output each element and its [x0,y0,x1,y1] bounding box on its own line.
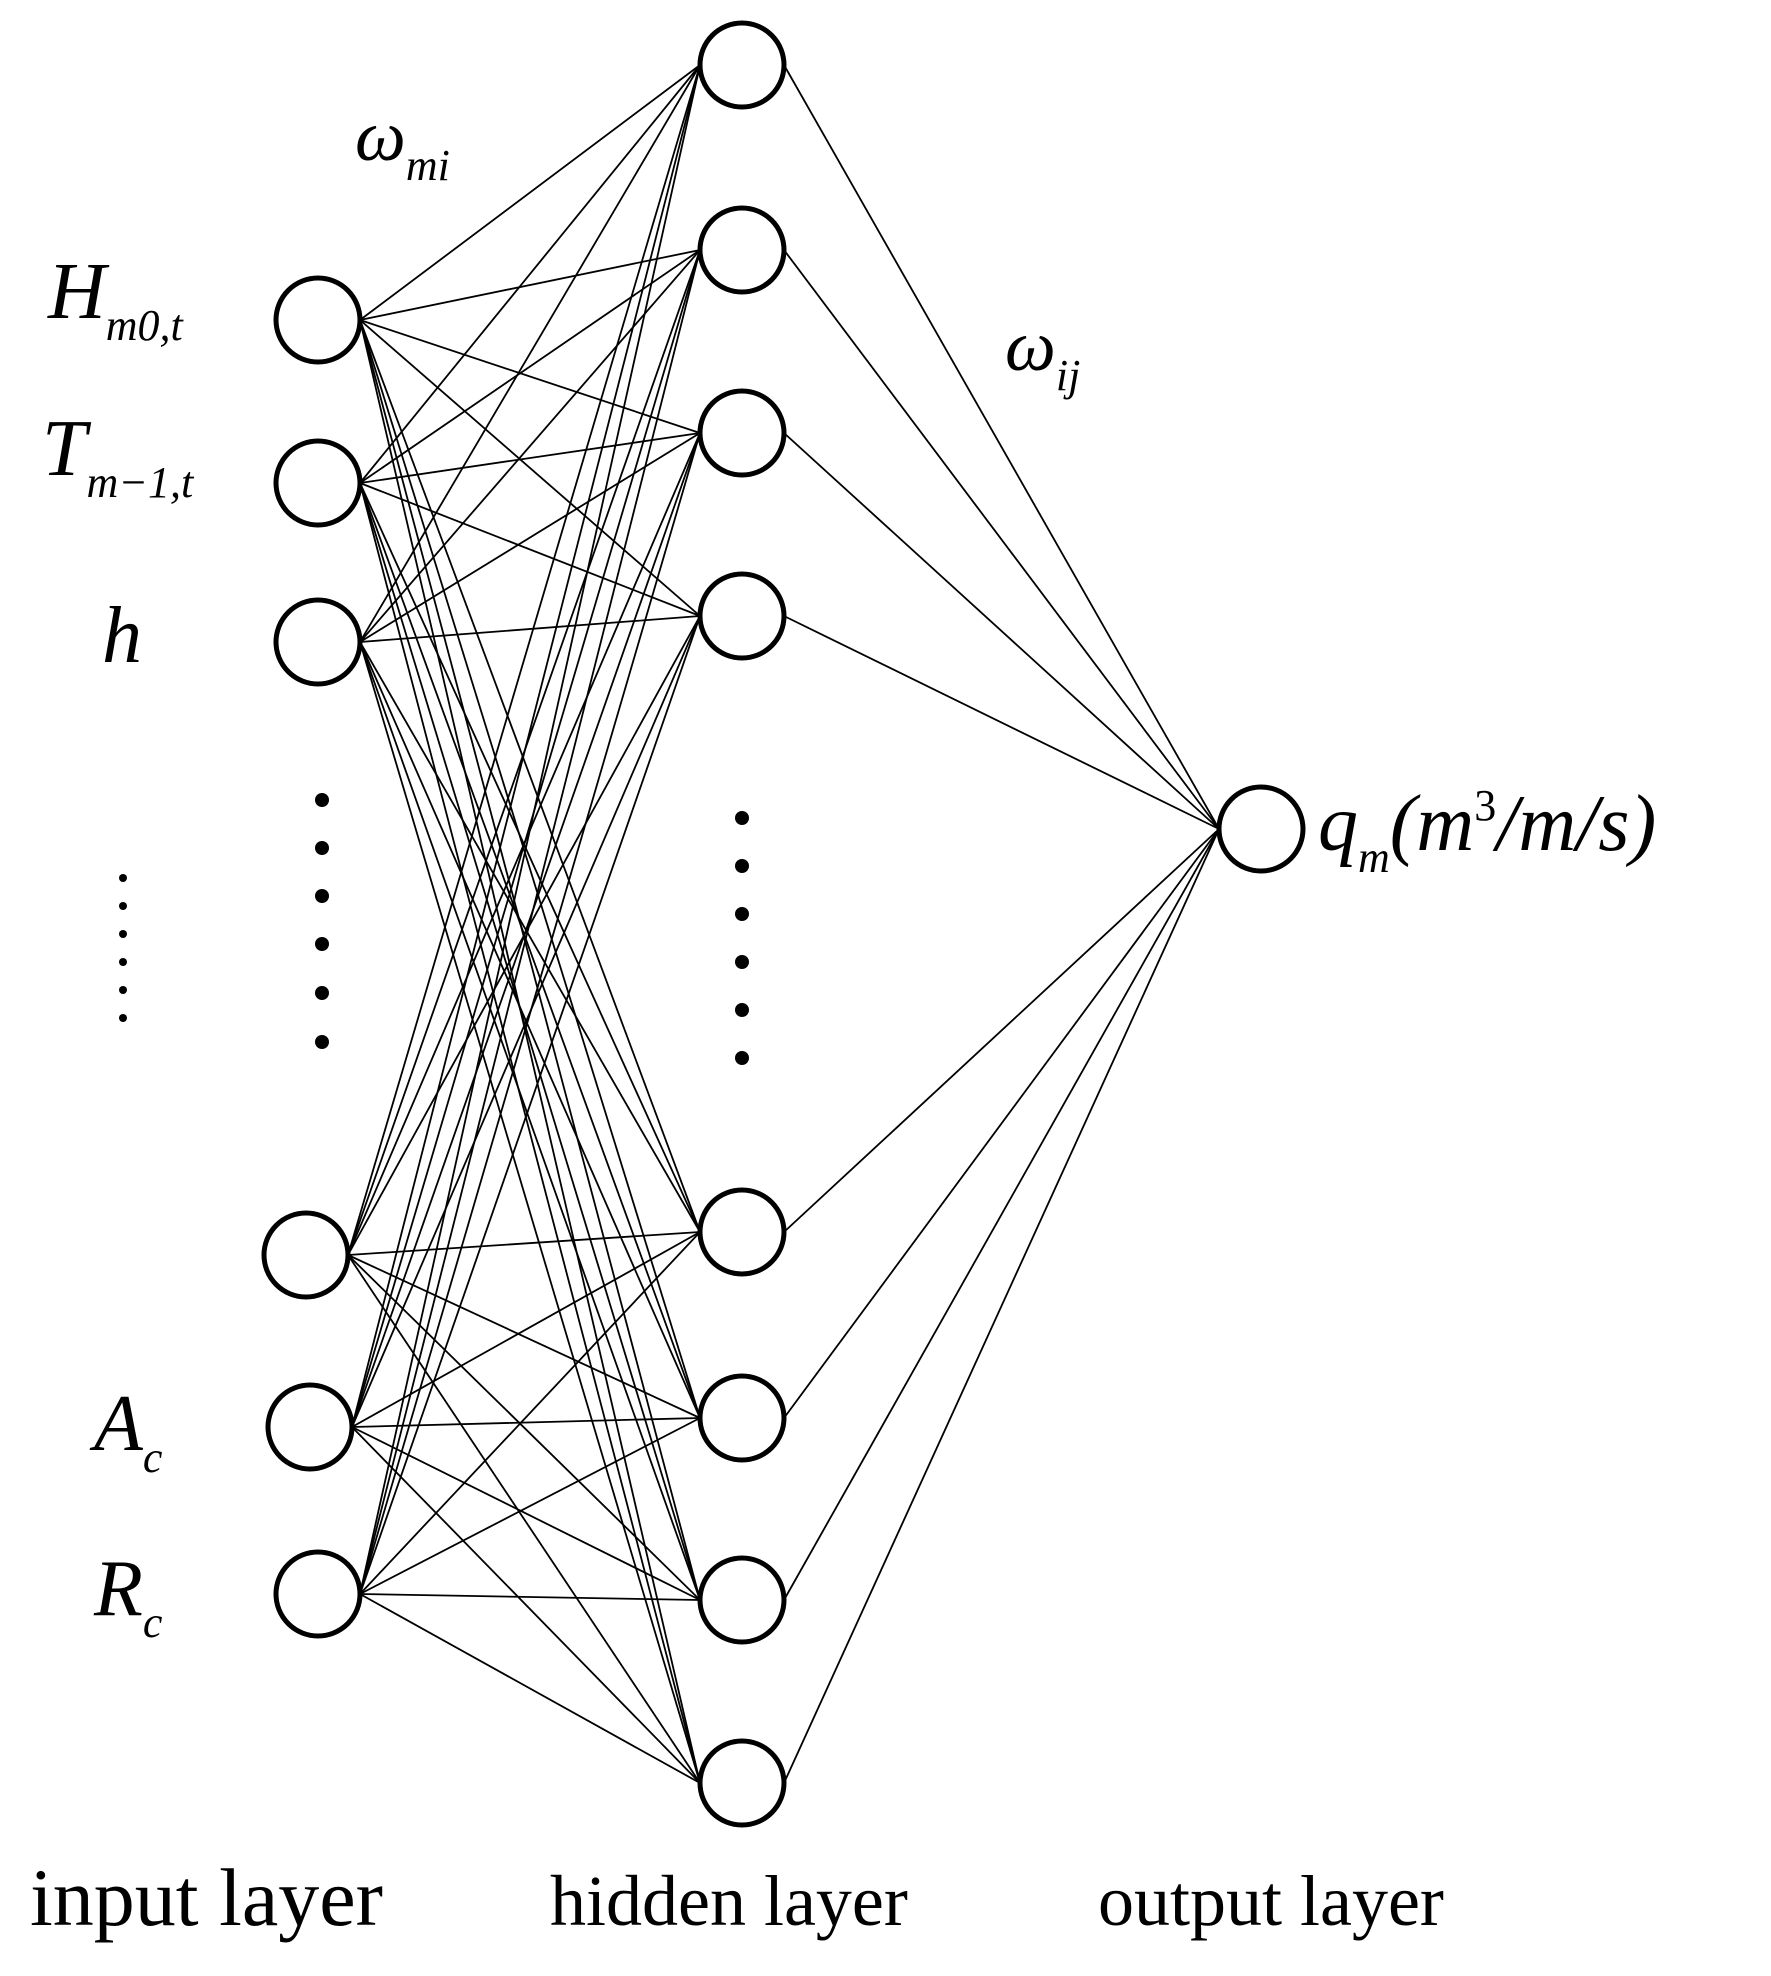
input-label-wave-period: Tm−1,t [42,405,195,507]
hidden-ellipsis-dot [735,811,749,825]
edge-input-1-hidden-7 [359,482,701,1784]
input-neuron [273,275,363,365]
edge-hidden-5-output-0 [783,828,1220,1419]
edge-input-0-hidden-5 [359,319,701,1419]
edge-input-5-hidden-1 [359,249,701,1595]
hidden-neuron [697,1738,787,1828]
input-label-water-depth: h [102,592,142,680]
input-ellipsis-dot [315,1035,329,1049]
input-ellipsis-dot [315,937,329,951]
input-ellipsis-dot [315,841,329,855]
label-ellipsis-dot [119,958,127,966]
weight-label-mi: ωmi [355,96,450,190]
edge-input-1-hidden-5 [359,482,701,1419]
hidden-neuron [697,1187,787,1277]
edge-input-0-hidden-1 [359,249,701,321]
edge-input-2-hidden-0 [359,64,701,643]
output-label: qm(m3/m/s) [1318,780,1656,882]
edge-input-3-hidden-7 [347,1254,701,1784]
input-ellipsis-dot [315,986,329,1000]
label-ellipsis-dot [119,1014,127,1022]
hidden-ellipsis-dot [735,1003,749,1017]
input-neuron [273,438,363,528]
edge-input-3-hidden-5 [347,1254,701,1419]
edge-input-0-hidden-7 [359,319,701,1784]
edge-input-0-hidden-0 [359,64,701,321]
edge-input-4-hidden-6 [351,1426,701,1601]
edge-input-5-hidden-3 [359,615,701,1595]
edge-input-3-hidden-4 [347,1231,701,1256]
input-neuron [273,1549,363,1639]
hidden-neuron [697,1555,787,1645]
edge-input-2-hidden-1 [359,249,701,643]
input-label-crest-width: Ac [89,1380,163,1482]
hidden-neuron [697,1373,787,1463]
edge-input-2-hidden-2 [359,432,701,643]
edge-hidden-1-output-0 [783,249,1220,830]
input-label-crest-freeboard: Rc [93,1545,163,1647]
neurons [261,20,1306,1828]
connections [347,64,1220,1784]
label-ellipsis-dot [119,930,127,938]
weight-label-ij: ωij [1005,306,1080,400]
edge-input-5-hidden-6 [359,1593,701,1601]
output-layer-label: output layer [1098,1861,1444,1941]
edge-input-1-hidden-0 [359,64,701,484]
input-ellipsis-dot [315,889,329,903]
edge-hidden-3-output-0 [783,615,1220,830]
edge-input-4-hidden-3 [351,615,701,1428]
edge-input-4-hidden-7 [351,1426,701,1784]
edge-input-0-hidden-2 [359,319,701,434]
input-neuron [265,1382,355,1472]
input-neuron [261,1210,351,1300]
edge-hidden-4-output-0 [783,828,1220,1233]
edge-input-3-hidden-6 [347,1254,701,1601]
hidden-neuron [697,388,787,478]
edge-input-5-hidden-0 [359,64,701,1595]
input-label-wave-height: Hm0,t [47,248,185,350]
edge-input-2-hidden-6 [359,641,701,1601]
input-ellipsis-dot [315,793,329,807]
edge-input-2-hidden-7 [359,641,701,1784]
edge-input-4-hidden-0 [351,64,701,1428]
edge-input-5-hidden-2 [359,432,701,1595]
edge-input-3-hidden-0 [347,64,701,1256]
input-neuron [273,597,363,687]
edge-hidden-7-output-0 [783,828,1220,1784]
edge-input-0-hidden-3 [359,319,701,617]
edge-input-2-hidden-5 [359,641,701,1419]
edge-hidden-0-output-0 [783,64,1220,830]
edge-input-2-hidden-3 [359,615,701,643]
edge-input-0-hidden-6 [359,319,701,1601]
label-ellipsis-dot [119,874,127,882]
edge-input-2-hidden-4 [359,641,701,1233]
edge-input-1-hidden-6 [359,482,701,1601]
hidden-neuron [697,571,787,661]
edge-input-5-hidden-4 [359,1231,701,1595]
edge-input-5-hidden-5 [359,1417,701,1595]
hidden-ellipsis-dot [735,859,749,873]
edge-input-5-hidden-7 [359,1593,701,1784]
hidden-layer-label: hidden layer [550,1861,908,1941]
label-ellipsis-dot [119,986,127,994]
edge-hidden-2-output-0 [783,432,1220,830]
edge-hidden-6-output-0 [783,828,1220,1601]
hidden-neuron [697,205,787,295]
label-ellipsis-dot [119,902,127,910]
edge-input-4-hidden-2 [351,432,701,1428]
ellipsis-dots [119,793,749,1065]
hidden-ellipsis-dot [735,1051,749,1065]
output-neuron [1216,784,1306,874]
input-layer-label: input layer [30,1852,383,1943]
hidden-ellipsis-dot [735,955,749,969]
edge-input-0-hidden-4 [359,319,701,1233]
hidden-neuron [697,20,787,110]
edge-input-4-hidden-1 [351,249,701,1428]
hidden-ellipsis-dot [735,907,749,921]
